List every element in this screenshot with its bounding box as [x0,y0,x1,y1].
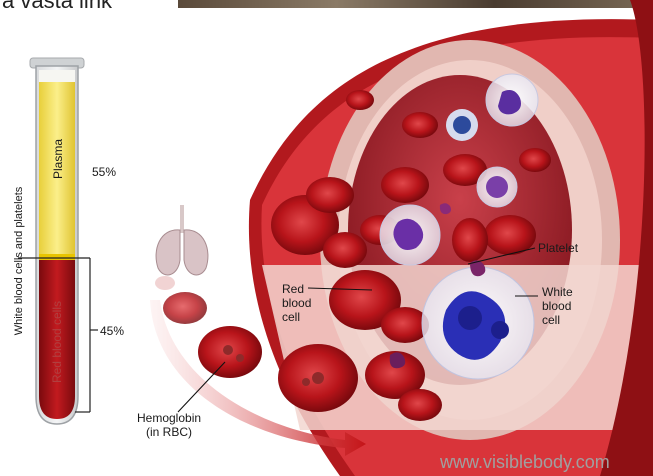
hemoglobin-callout: Hemoglobin (in RBC) [137,411,201,439]
plasma-percent: 55% [92,165,116,179]
platelet-label: Platelet [538,241,578,255]
rbc-callout-line3: cell [282,310,311,324]
plasma-label: Plasma [51,129,65,189]
wbc-platelets-label: White blood cells and platelets [12,176,26,346]
rbc-callout: Red blood cell [282,282,311,324]
rbc-callout-line2: blood [282,296,311,310]
rbc-callout-line1: Red [282,282,311,296]
rbc-label: Red blood cells [50,292,64,392]
wbc-callout-line2: blood [542,299,573,313]
wbc-callout-line1: White [542,285,573,299]
wbc-callout-line3: cell [542,313,573,327]
rbc-percent: 45% [100,324,124,338]
hemoglobin-line2: (in RBC) [137,425,201,439]
lungs-icon [156,205,208,275]
watermark: www.visiblebody.com [440,452,610,473]
hemoglobin-line1: Hemoglobin [137,411,201,425]
wbc-callout: White blood cell [542,285,573,327]
